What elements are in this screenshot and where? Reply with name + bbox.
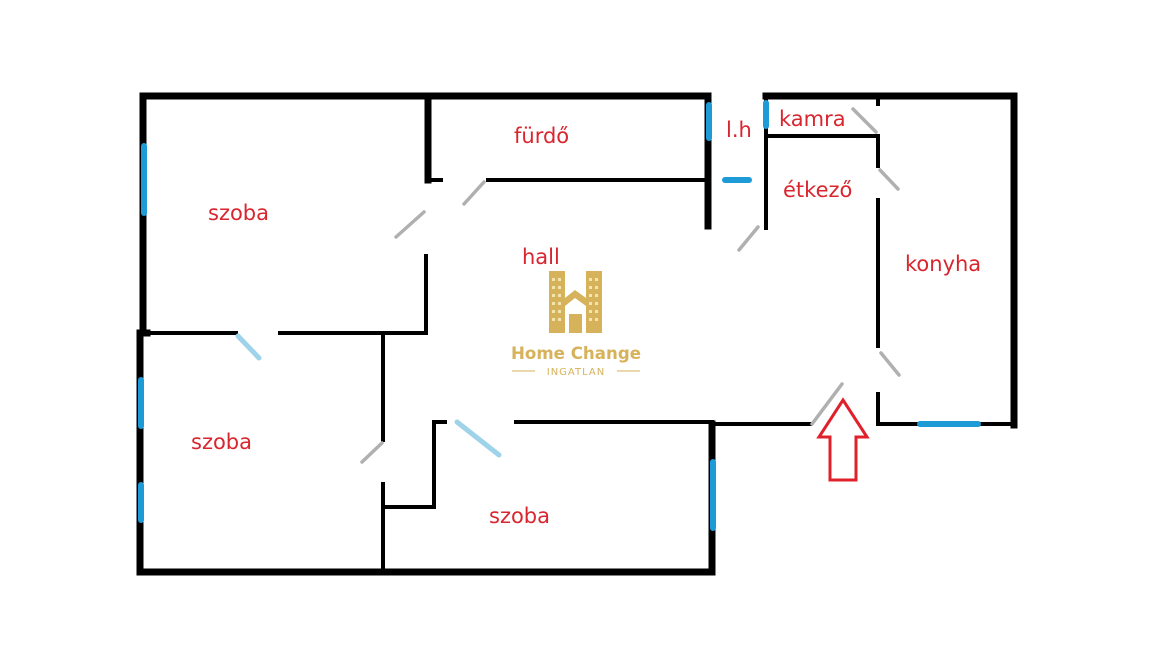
label-pantry: kamra xyxy=(779,107,846,131)
door-dining-kitchen xyxy=(878,168,900,191)
label-dining: étkező xyxy=(783,178,852,202)
door-bedroom1 xyxy=(394,210,426,239)
outer-walls xyxy=(136,92,1018,576)
logo: Home Change INGATLAN xyxy=(511,271,641,378)
label-room-top-left: szoba xyxy=(208,201,269,225)
interior-walls xyxy=(141,92,880,574)
room-labels: fürdő l.h kamra étkező konyha hall szoba… xyxy=(191,107,981,528)
door-kitchen xyxy=(879,351,901,377)
house-h-logo-icon xyxy=(549,271,602,333)
door-bedroom3 xyxy=(454,419,502,458)
door-bedroom1-bottom xyxy=(235,333,262,361)
logo-subtitle: INGATLAN xyxy=(547,367,605,378)
label-toilet: l.h xyxy=(726,118,752,142)
door-entrance xyxy=(810,382,844,426)
label-room-bottom-middle: szoba xyxy=(489,504,550,528)
door-toilet xyxy=(737,225,760,252)
logo-brand: Home Change xyxy=(511,344,641,364)
door-bathroom xyxy=(462,180,486,206)
windows xyxy=(138,100,981,531)
label-bathroom: fürdő xyxy=(514,124,569,148)
label-hall: hall xyxy=(522,245,560,269)
up-arrow-icon xyxy=(816,397,870,482)
label-room-bottom-left: szoba xyxy=(191,430,252,454)
doors xyxy=(235,107,901,464)
door-pantry xyxy=(851,107,878,134)
door-bedroom2 xyxy=(360,441,384,464)
label-kitchen: konyha xyxy=(905,252,981,276)
